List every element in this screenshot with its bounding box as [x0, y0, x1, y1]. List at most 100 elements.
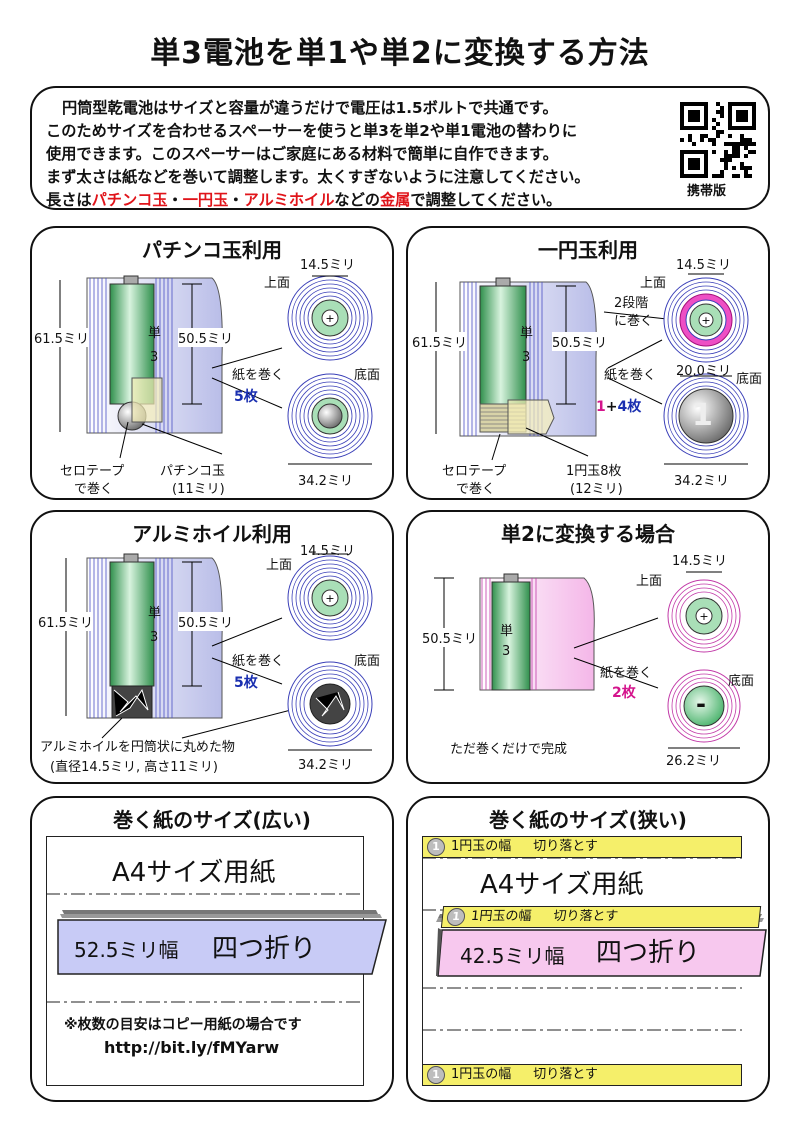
battery-label: 単: [148, 606, 162, 621]
coin-icon: 1: [427, 1065, 445, 1084]
wrap-label: 紙を巻く: [232, 654, 285, 669]
svg-text:+: +: [701, 314, 710, 327]
bottom-label: 底面: [354, 654, 381, 669]
qr-label: 携帯版: [687, 184, 727, 199]
tape-label: セロテープ: [60, 464, 125, 479]
battery-label: 単: [500, 624, 514, 639]
battery-label: 単: [148, 326, 162, 341]
intro-text: で調整してください。: [410, 191, 562, 209]
battery-label: 3: [502, 644, 511, 659]
strip-text: 切り落とす: [552, 909, 619, 924]
battery-label: 3: [150, 630, 159, 645]
panel-foil: アルミホイル利用 + 単 3 61.5ミリ 50.5ミリ 14.5ミリ 上面 紙…: [30, 510, 394, 784]
length: 50.5ミリ: [422, 628, 477, 647]
coin-diagram: +: [435, 273, 749, 465]
inner-diameter: 20.0ミリ: [676, 364, 731, 379]
top-diameter: 14.5ミリ: [300, 258, 355, 273]
top-label: 上面: [264, 276, 291, 291]
coin-label: (12ミリ): [570, 482, 623, 497]
intro-highlight-foil: アルミホイル: [243, 191, 335, 209]
length-total: 61.5ミリ: [38, 612, 93, 631]
tape-label: で巻く: [456, 482, 496, 497]
bottom-label: 底面: [354, 368, 381, 383]
svg-text:+: +: [325, 592, 334, 605]
tape-label: セロテープ: [442, 464, 507, 479]
foil-label: (直径14.5ミリ, 高さ11ミリ): [50, 760, 218, 775]
paper-wide-diagram: [46, 893, 387, 1003]
strip-text: 切り落とす: [533, 839, 598, 854]
intro-highlight-coin: 一円玉: [182, 191, 229, 209]
a4-label: A4サイズ用紙: [112, 858, 276, 888]
band-fold-label: 四つ折り: [212, 934, 317, 964]
intro-line-2: このためサイズを合わせるスペーサーを使うと単3を単2や単1電池の替わりに: [46, 122, 578, 140]
cut-strip-top: 1 1円玉の幅 切り落とす: [422, 836, 742, 858]
top-diameter: 14.5ミリ: [300, 544, 355, 559]
length-inner: 50.5ミリ: [552, 332, 607, 351]
wrap-count: 5枚: [234, 389, 258, 405]
step-label: に巻く: [614, 314, 654, 329]
wrap-count: 5枚: [234, 675, 258, 691]
panel-paper-wide: 巻く紙のサイズ(広い) A4サイズ用紙 52.5ミリ幅 四つ折り ※枚数の目安は…: [30, 796, 394, 1102]
wrap-label: 紙を巻く: [600, 666, 653, 681]
strip-text: 切り落とす: [533, 1067, 598, 1082]
band-fold-label: 四つ折り: [596, 938, 701, 968]
count-plus: +: [605, 399, 618, 415]
bottom-diameter: 34.2ミリ: [298, 474, 353, 489]
pachinko-diagram: +: [59, 275, 373, 465]
strip-text: 1円玉の幅: [451, 839, 512, 854]
intro-text: 長さは: [46, 191, 92, 209]
panel-title: パチンコ玉利用: [142, 238, 282, 262]
top-diameter: 14.5ミリ: [672, 554, 727, 569]
length-inner: 50.5ミリ: [178, 328, 233, 347]
wrap-label: 紙を巻く: [604, 368, 657, 383]
strip-text: 1円玉の幅: [451, 1067, 512, 1082]
wrap-count: 1+4枚: [596, 396, 641, 416]
intro-box: 円筒型乾電池はサイズと容量が違うだけで電圧は1.5ボルトで共通です。 このためサ…: [30, 86, 770, 210]
bottom-diameter: 34.2ミリ: [674, 474, 729, 489]
band-width-label: 52.5ミリ幅: [74, 938, 179, 962]
length-inner: 50.5ミリ: [178, 612, 233, 631]
intro-line-5: 長さはパチンコ玉・一円玉・アルミホイルなどの金属で調整してください。: [46, 188, 561, 210]
count-a: 1: [596, 399, 606, 415]
intro-sep: ・: [167, 191, 183, 209]
panel-title: 単2に変換する場合: [501, 522, 675, 546]
panel-title: アルミホイル利用: [132, 522, 292, 546]
cut-strip-bottom: 1 1円玉の幅 切り落とす: [422, 1064, 742, 1086]
ball-label: パチンコ玉: [160, 464, 226, 479]
url-link[interactable]: http://bit.ly/fMYarw: [104, 1038, 280, 1057]
page-title: 単3電池を単1や単2に変換する方法: [150, 36, 650, 71]
panel-d2: 単2に変換する場合 + 単 3 50.5ミリ 14.5ミリ 上面 紙を巻く 2枚…: [406, 510, 770, 784]
coin-icon: 1: [692, 398, 713, 433]
svg-text:+: +: [325, 312, 334, 325]
done-label: ただ巻くだけで完成: [450, 742, 568, 757]
note-text: ※枚数の目安はコピー用紙の場合です: [64, 1017, 302, 1033]
foil-diagram: +: [65, 553, 373, 751]
top-label: 上面: [636, 574, 663, 589]
tape-label: で巻く: [74, 482, 114, 497]
minus-icon: -: [696, 690, 706, 718]
top-diameter: 14.5ミリ: [676, 258, 731, 273]
panel-title: 巻く紙のサイズ(広い): [113, 808, 311, 832]
battery-label: 3: [150, 350, 159, 365]
intro-line-1: 円筒型乾電池はサイズと容量が違うだけで電圧は1.5ボルトで共通です。: [62, 99, 558, 117]
battery-label: 単: [520, 326, 534, 341]
intro-text: などの: [334, 191, 380, 209]
intro-line-4: まず太さは紙などを巻いて調整します。太くすぎないように注意してください。: [46, 168, 590, 186]
length-total: 61.5ミリ: [412, 332, 467, 351]
panel-title: 巻く紙のサイズ(狭い): [489, 808, 687, 832]
coin-icon: 1: [446, 907, 466, 926]
top-label: 上面: [266, 558, 293, 573]
d2-diagram: +: [434, 571, 741, 749]
length-total: 61.5ミリ: [34, 328, 89, 347]
wrap-count: 2枚: [612, 685, 636, 701]
bottom-label: 底面: [736, 372, 763, 387]
intro-sep: ・: [228, 191, 244, 209]
panel-pachinko: パチンコ玉利用 + 単: [30, 226, 394, 500]
qr-code-icon[interactable]: [680, 102, 756, 178]
coin-icon: 1: [427, 837, 445, 856]
intro-highlight-metal: 金属: [379, 191, 411, 209]
ball-label: (11ミリ): [172, 482, 225, 497]
panel-title: 一円玉利用: [538, 238, 638, 262]
strip-text: 1円玉の幅: [470, 909, 533, 924]
